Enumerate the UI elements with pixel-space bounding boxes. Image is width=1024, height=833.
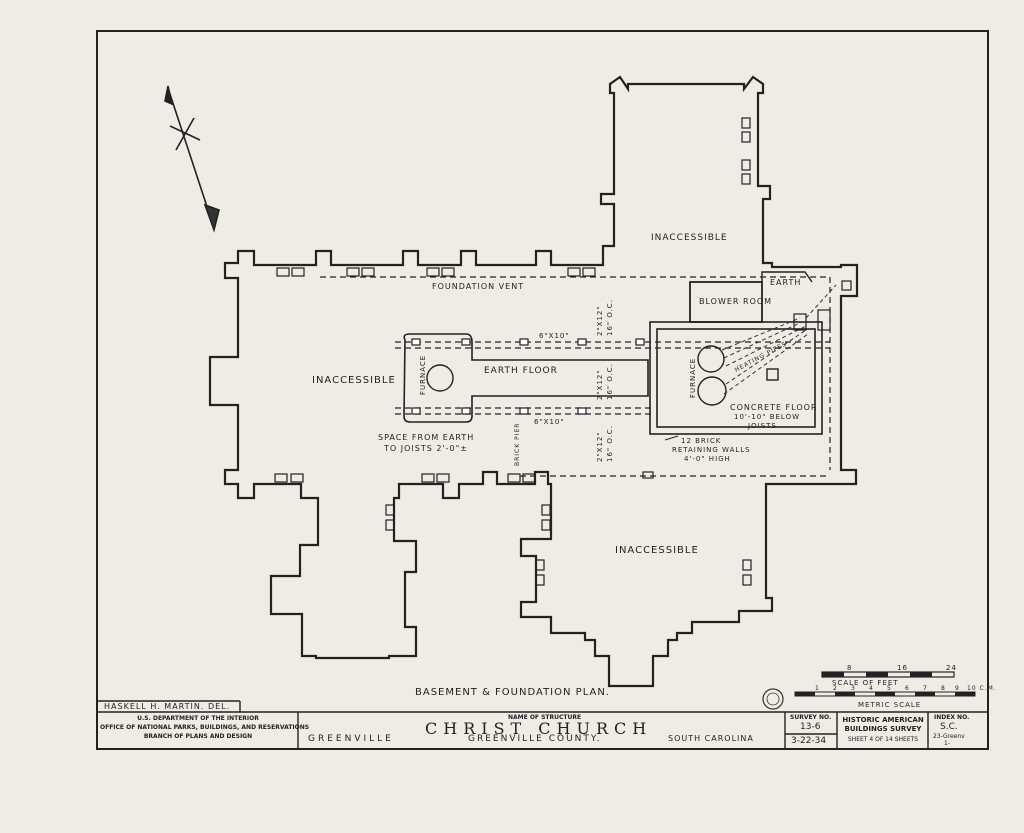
note-beam-top: 6"X10": [539, 332, 570, 340]
agency-line-1: U.S. DEPARTMENT OF THE INTERIOR: [137, 715, 259, 722]
note-concrete-2: 10'-10" BELOW: [734, 413, 800, 421]
metric-tick-2: 2: [833, 685, 838, 692]
note-retaining-2: RETAINING WALLS: [672, 446, 751, 454]
foundation-vents: [274, 117, 752, 586]
note-joist-mid-a: 2"X12": [596, 369, 604, 400]
note-furnace-right: FURNACE: [689, 358, 697, 398]
note-retaining-1: 12 BRICK: [681, 437, 721, 445]
note-joist-top-a: 2"X12": [596, 305, 604, 336]
survey-number: 13-6: [800, 722, 821, 732]
agency-line-3: BRANCH OF PLANS AND DESIGN: [143, 733, 253, 740]
note-furnace-left: FURNACE: [419, 355, 427, 395]
room-label-inaccessible-top: INACCESSIBLE: [651, 233, 728, 243]
note-retaining-3: 4'-0" HIGH: [684, 455, 731, 463]
note-brick-pier: BRICK PIER: [514, 423, 521, 466]
city-name: GREENVILLE: [308, 734, 394, 744]
note-joist-top-b: 16" O.C.: [606, 299, 614, 336]
metric-tick-6: 6: [905, 685, 910, 692]
index-no-label: INDEX NO.: [934, 714, 970, 721]
metric-tick-1: 1: [815, 685, 820, 692]
title-block-frame: [97, 700, 988, 749]
note-space-1: SPACE FROM EARTH: [378, 433, 474, 442]
scale-feet-label: SCALE OF FEET: [832, 679, 899, 687]
metric-tick-4: 4: [869, 685, 874, 692]
metric-tick-7: 7: [923, 685, 928, 692]
room-label-earth: EARTH: [770, 278, 801, 287]
index-line-3: 1-: [944, 740, 950, 747]
structure-name: CHRIST CHURCH: [425, 719, 653, 738]
agency-line-2: OFFICE OF NATIONAL PARKS, BUILDINGS, AND…: [100, 724, 310, 731]
note-foundation-vent: FOUNDATION VENT: [432, 282, 524, 291]
plan-title: BASEMENT & FOUNDATION PLAN.: [415, 687, 610, 698]
note-concrete-3: JOISTS: [747, 422, 777, 430]
metric-tick-5: 5: [887, 685, 892, 692]
seal-icon: [762, 688, 784, 710]
stair-flues: [793, 280, 852, 331]
note-concrete-1: CONCRETE FLOOR: [730, 403, 817, 412]
room-label-inaccessible-bottom: INACCESSIBLE: [615, 545, 699, 556]
north-arrow-icon: [164, 85, 220, 233]
metric-tick-3: 3: [851, 685, 856, 692]
metric-tick-9: 9: [955, 685, 960, 692]
furnace-right-b-icon: [697, 376, 727, 406]
furnace-left-icon: [426, 364, 454, 392]
sheet-border: [96, 30, 989, 750]
name-of-structure-label: NAME OF STRUCTURE: [508, 714, 582, 721]
habs-line-1: HISTORIC AMERICAN: [842, 716, 924, 724]
room-label-inaccessible-left: INACCESSIBLE: [312, 375, 396, 386]
scale-feet-tick-16: 16: [897, 664, 908, 672]
earth-floor-trench: [403, 333, 649, 423]
blower-room-outline: [689, 281, 763, 323]
note-heating-pipes: HEATING PIPES: [734, 340, 789, 373]
scale-feet-tick-8: 8: [847, 664, 852, 672]
foundation-outline: [208, 75, 859, 688]
index-line-2: 23-Greenv: [933, 733, 965, 740]
index-line-1: S.C.: [940, 722, 958, 732]
furnace-right-a-icon: [697, 345, 725, 373]
delineator-credit: HASKELL H. MARTIN. DEL.: [104, 702, 231, 711]
note-beam-bottom: 6"X10": [534, 418, 565, 426]
metric-tick-8: 8: [941, 685, 946, 692]
state-name: SOUTH CAROLINA: [668, 734, 754, 743]
metric-scale: 1 2 3 4 5 6 7 8 9 10 C.M. METRIC SCALE: [794, 685, 997, 709]
scale-feet-tick-24: 24: [946, 664, 957, 672]
note-joist-bot-a: 2"X12": [596, 431, 604, 462]
habs-line-2: BUILDINGS SURVEY: [844, 725, 922, 733]
county-name: GREENVILLE COUNTY.: [468, 734, 602, 744]
survey-no-label: SURVEY NO.: [790, 714, 832, 721]
survey-date: 3-22-34: [791, 736, 827, 746]
heating-pipes: [721, 284, 837, 395]
note-space-2: TO JOISTS 2'-0"±: [383, 444, 468, 453]
brick-piers: [411, 338, 645, 415]
concrete-pad: [766, 368, 779, 381]
room-label-blower-room: BLOWER ROOM: [699, 297, 772, 306]
note-joist-mid-b: 16" O.C.: [606, 363, 614, 400]
metric-tick-10: 10 C.M.: [967, 685, 997, 692]
metric-scale-label: METRIC SCALE: [858, 701, 921, 709]
room-label-earth-floor: EARTH FLOOR: [484, 366, 558, 376]
note-joist-bot-b: 16" O.C.: [606, 425, 614, 462]
scale-of-feet: 8 16 24 SCALE OF FEET: [821, 664, 957, 687]
sheet-count: SHEET 4 OF 14 SHEETS: [847, 736, 919, 743]
